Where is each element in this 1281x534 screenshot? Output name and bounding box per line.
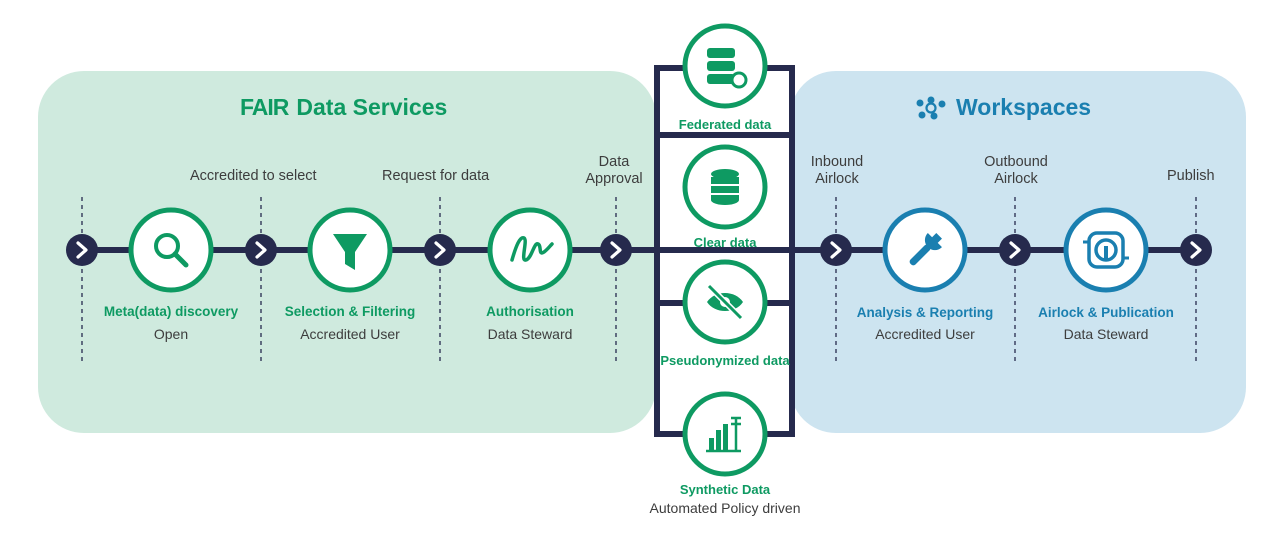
step-name: Analysis & Reporting	[856, 305, 994, 320]
gate-label: Accredited to select	[190, 168, 317, 184]
center-item-label: Pseudonymized data	[660, 353, 790, 368]
magnifier-icon	[128, 207, 214, 293]
chevron-right-icon	[66, 234, 98, 266]
synthetic-chart-icon	[682, 391, 768, 477]
funnel-icon	[307, 207, 393, 293]
gate-label: Data Approval	[585, 154, 643, 187]
center-item-label: Clear data	[693, 235, 757, 250]
gate-label: Request for data	[382, 168, 490, 184]
gate-lines	[81, 197, 1197, 362]
gate-label: Outbound Airlock	[984, 154, 1048, 187]
workspaces-title: Workspaces	[914, 94, 1091, 121]
arrow-nodes	[66, 234, 1212, 266]
step-name: Authorisation	[486, 304, 574, 319]
step-role: Accredited User	[875, 326, 975, 342]
center-item-label: Synthetic Data	[679, 482, 771, 497]
chevron-right-icon	[600, 234, 632, 266]
step-role: Data Steward	[1063, 326, 1149, 342]
fair-title-text: Data Services	[296, 94, 448, 120]
gate-label: Inbound Airlock	[810, 154, 864, 187]
step-role: Data Steward	[487, 326, 573, 342]
center-item-label: Federated data	[678, 117, 772, 132]
airlock-icon	[1063, 207, 1149, 293]
fair-logo-word: FAIR	[240, 94, 289, 120]
step-role: Accredited User	[300, 326, 400, 342]
center-footer: Automated Policy driven	[649, 500, 801, 516]
workspaces-logo-icon	[916, 96, 946, 119]
chevron-right-icon	[245, 234, 277, 266]
workspaces-title-text: Workspaces	[956, 94, 1092, 120]
signature-icon	[487, 207, 573, 293]
chevron-right-icon	[820, 234, 852, 266]
wrench-icon	[882, 207, 968, 293]
gate-label: Publish	[1167, 168, 1215, 184]
fair-title: FAIR Data Services	[240, 94, 447, 121]
eye-slash-icon	[682, 259, 768, 345]
database-icon	[682, 144, 768, 230]
step-name: Meta(data) discovery	[103, 304, 239, 319]
chevron-right-icon	[424, 234, 456, 266]
step-name: Airlock & Publication	[1038, 305, 1174, 320]
step-role: Open	[153, 326, 189, 342]
chevron-right-icon	[999, 234, 1031, 266]
federated-database-icon	[682, 23, 768, 109]
chevron-right-icon	[1180, 234, 1212, 266]
step-name: Selection & Filtering	[284, 304, 416, 319]
